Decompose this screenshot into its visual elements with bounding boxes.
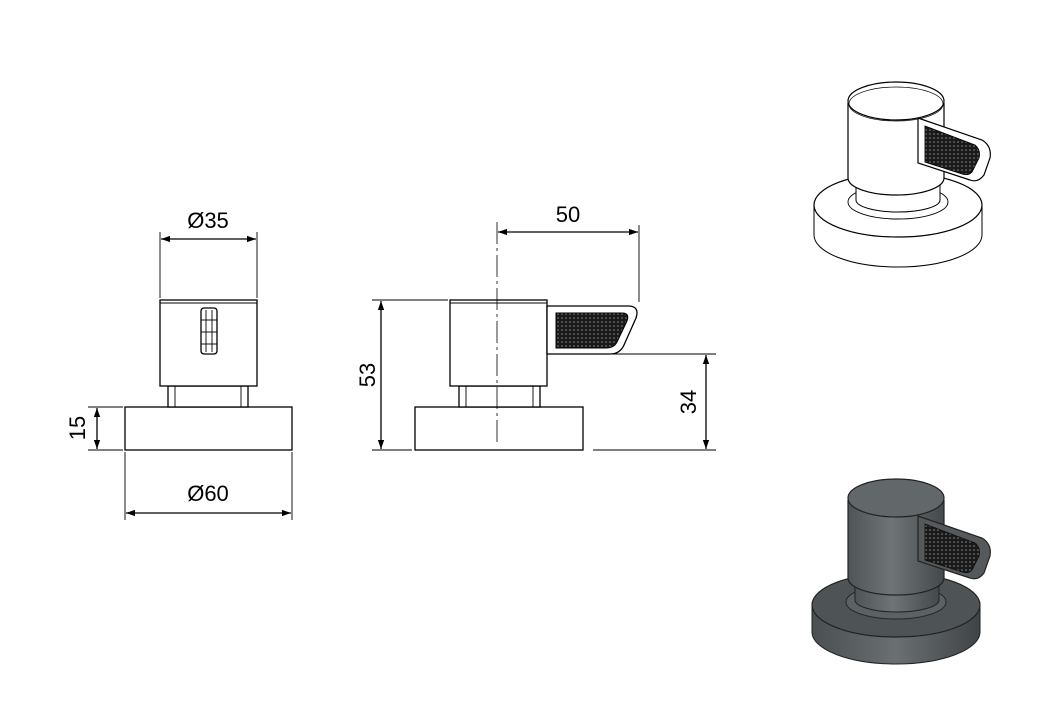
front-lever-edge (200, 307, 218, 355)
side-neck (458, 385, 541, 408)
render-dark (811, 478, 991, 665)
dim-label-base-height: 15 (65, 416, 90, 440)
dim-label-lever-length: 50 (556, 202, 580, 227)
side-knob (449, 299, 548, 387)
side-base-plate (414, 406, 584, 451)
front-neck (167, 385, 249, 408)
render-light (813, 81, 991, 268)
dim-label-lever-height: 34 (676, 390, 701, 414)
side-view: 50 53 34 (355, 202, 716, 451)
side-lever-grip (555, 312, 629, 349)
dim-label-knob-diameter: Ø35 (187, 208, 229, 233)
dim-label-total-height: 53 (355, 363, 380, 387)
dim-label-base-diameter: Ø60 (187, 481, 229, 506)
front-view: Ø35 Ø60 15 (65, 208, 293, 520)
front-base-plate (124, 406, 293, 451)
